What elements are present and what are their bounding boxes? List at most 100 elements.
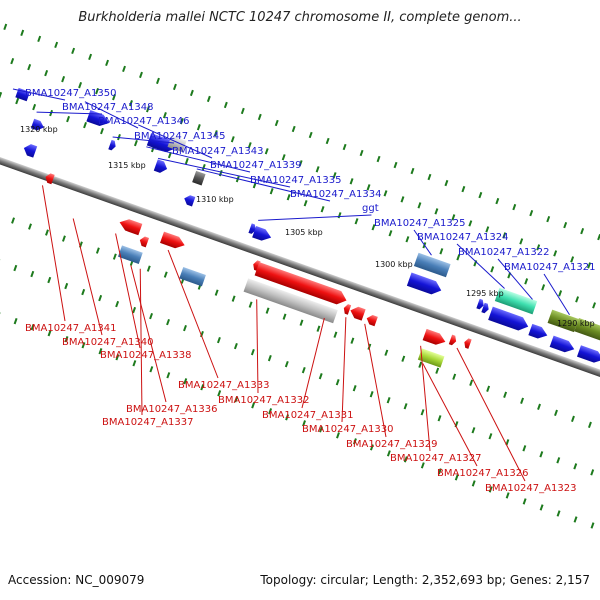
tick-mark [122, 65, 126, 73]
leader-line [422, 363, 478, 467]
ruler-label: 1310 kbp [196, 195, 234, 204]
tick-mark [316, 325, 321, 332]
gene-feature[interactable] [549, 335, 577, 355]
tick-mark [592, 302, 597, 309]
gene-feature[interactable] [365, 314, 378, 327]
gene-feature[interactable] [118, 217, 143, 236]
gene-feature[interactable] [179, 267, 206, 287]
gene-label[interactable]: BMA10247_A1324 [417, 232, 508, 243]
gene-feature[interactable] [118, 245, 143, 265]
gene-label[interactable]: BMA10247_A1338 [100, 350, 191, 361]
gene-feature[interactable] [108, 139, 117, 151]
gene-feature[interactable] [476, 298, 485, 310]
gene-label[interactable]: BMA10247_A1341 [25, 323, 116, 334]
gene-feature[interactable] [248, 223, 257, 234]
gene-feature[interactable] [417, 348, 445, 368]
leader-line [256, 299, 259, 394]
gene-label[interactable]: BMA10247_A1345 [134, 131, 225, 142]
gene-feature[interactable] [254, 262, 349, 307]
tick-mark [541, 284, 546, 291]
leader-line [72, 218, 103, 336]
gene-feature[interactable] [574, 318, 600, 341]
tick-mark [62, 235, 66, 242]
gene-label[interactable]: BMA10247_A1321 [504, 262, 595, 273]
tick-mark [214, 289, 219, 296]
gene-label[interactable]: BMA10247_A1346 [98, 116, 189, 127]
tick-mark [369, 444, 374, 451]
tick-mark [437, 468, 442, 475]
gene-feature[interactable] [252, 226, 273, 243]
tick-mark [539, 504, 544, 511]
tick-mark [146, 265, 151, 272]
gene-feature[interactable] [342, 303, 352, 315]
gene-label[interactable]: BMA10247_A1340 [62, 337, 153, 348]
gene-label[interactable]: BMA10247_A1322 [458, 247, 549, 258]
gene-label[interactable]: BMA10247_A1332 [218, 395, 309, 406]
tick-mark [213, 130, 218, 137]
gene-feature[interactable] [576, 345, 600, 365]
tick-mark [231, 295, 236, 302]
gene-feature[interactable] [22, 142, 38, 158]
gene-feature[interactable] [160, 231, 187, 251]
gene-feature[interactable] [243, 278, 338, 324]
gene-feature[interactable] [413, 252, 451, 278]
gene-label[interactable]: BMA10247_A1326 [437, 468, 528, 479]
gene-feature[interactable] [528, 323, 549, 341]
gene-label[interactable]: BMA10247_A1348 [62, 102, 153, 113]
gene-feature[interactable] [138, 235, 150, 248]
gene-feature[interactable] [348, 305, 366, 321]
tick-mark [400, 196, 405, 203]
gene-label[interactable]: BMA10247_A1327 [390, 453, 481, 464]
gene-label[interactable]: BMA10247_A1334 [290, 189, 381, 200]
tick-mark [335, 379, 340, 386]
leader-line [36, 111, 103, 115]
gene-feature[interactable] [463, 337, 472, 349]
gene-feature[interactable] [146, 133, 178, 155]
gene-label[interactable]: BMA10247_A1335 [250, 175, 341, 186]
leader-line [364, 323, 387, 438]
tick-mark [336, 432, 340, 439]
gene-label[interactable]: BMA10247_A1343 [172, 146, 263, 157]
gene-feature[interactable] [547, 309, 579, 333]
gene-label[interactable]: BMA10247_A1339 [210, 160, 301, 171]
tick-mark [61, 75, 66, 83]
gene-label[interactable]: BMA10247_A1333 [178, 380, 269, 391]
tick-mark [393, 161, 398, 169]
gene-feature[interactable] [252, 260, 261, 271]
gene-feature[interactable] [30, 118, 46, 132]
tick-mark [539, 451, 544, 458]
gene-label[interactable]: BMA10247_A1336 [126, 404, 217, 415]
gene-label[interactable]: BMA10247_A1331 [262, 410, 353, 421]
tick-mark [247, 142, 252, 149]
gene-label[interactable]: BMA10247_A1350 [25, 88, 116, 99]
gene-label[interactable]: ggt [362, 203, 379, 214]
gene-feature[interactable] [406, 272, 444, 298]
gene-feature[interactable] [44, 172, 55, 185]
gene-feature[interactable] [448, 334, 458, 346]
gene-label[interactable]: BMA10247_A1330 [302, 424, 393, 435]
gene-feature[interactable] [183, 194, 196, 207]
tick-mark [384, 349, 389, 356]
gene-label[interactable]: BMA10247_A1337 [102, 417, 193, 428]
tick-mark [308, 131, 313, 139]
ruler-label: 1290 kbp [557, 319, 595, 328]
tick-mark [556, 457, 561, 464]
gene-feature[interactable] [488, 306, 530, 334]
gene-feature[interactable] [494, 287, 538, 315]
leader-line [456, 347, 526, 482]
gene-feature[interactable] [422, 328, 448, 348]
tick-mark [81, 288, 86, 296]
gene-label[interactable]: BMA10247_A1329 [346, 439, 437, 450]
gene-label[interactable]: BMA10247_A1323 [485, 483, 576, 494]
gene-label[interactable]: BMA10247_A1325 [374, 218, 465, 229]
tick-mark [291, 125, 296, 133]
tick-mark [13, 318, 18, 325]
tick-mark [452, 373, 457, 380]
gene-feature[interactable] [153, 159, 169, 174]
tick-mark [264, 148, 269, 155]
tick-mark [461, 185, 466, 193]
gene-feature[interactable] [481, 302, 490, 314]
ruler-label: 1295 kbp [466, 289, 504, 298]
gene-feature[interactable] [15, 87, 30, 102]
gene-feature[interactable] [192, 170, 206, 186]
